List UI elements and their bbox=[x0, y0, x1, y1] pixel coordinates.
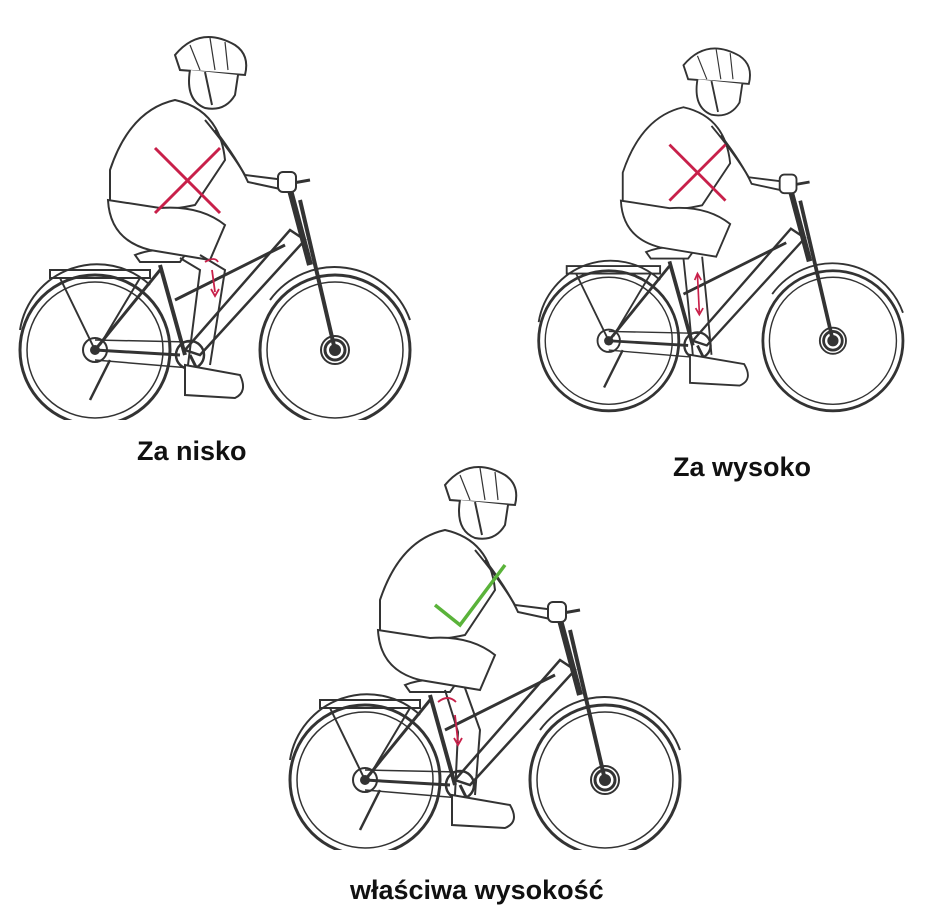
caption-correct-height: właściwa wysokość bbox=[350, 875, 604, 905]
green-check-icon bbox=[433, 563, 507, 628]
caption-too-high: Za wysoko bbox=[673, 452, 812, 482]
bike-rider-illustration-low bbox=[0, 36, 440, 420]
red-x-icon bbox=[153, 146, 222, 215]
panel-too-high bbox=[520, 0, 931, 420]
caption-too-low: Za nisko bbox=[137, 436, 247, 466]
panel-correct-height bbox=[270, 450, 710, 850]
panel-too-low bbox=[0, 0, 440, 420]
bike-rider-illustration-correct bbox=[270, 466, 710, 850]
bike-rider-illustration-high bbox=[520, 47, 931, 420]
red-x-icon bbox=[668, 143, 727, 202]
